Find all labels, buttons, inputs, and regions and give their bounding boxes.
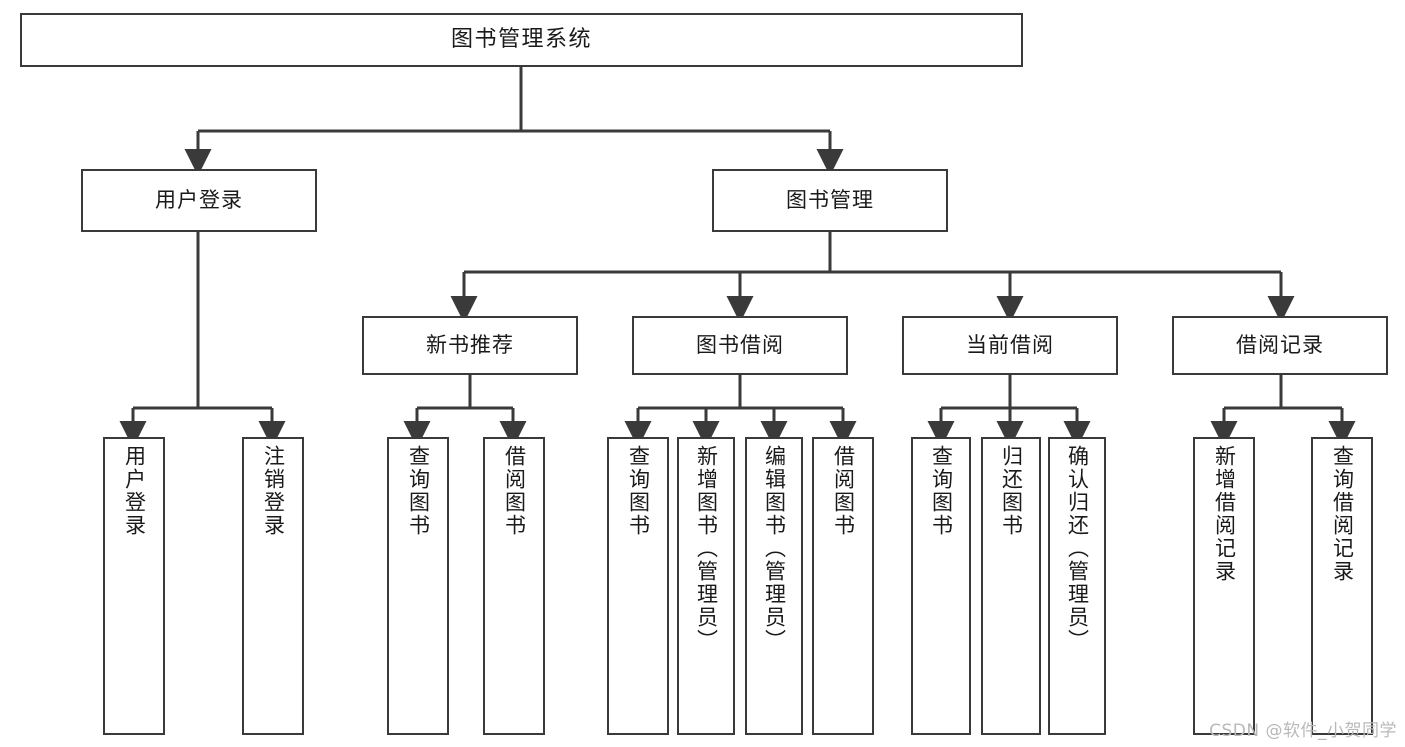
node-label: 图书管理系统: [450, 27, 592, 53]
node-book-management[interactable]: 图书管理: [712, 169, 948, 232]
node-label: 用户登录: [155, 188, 243, 213]
node-label: 当前借阅: [966, 333, 1054, 358]
node-label: 借阅图书: [502, 445, 527, 537]
leaf-add-book-admin[interactable]: 新增图书（管理员）: [677, 437, 735, 735]
node-label: 新书推荐: [426, 333, 514, 358]
leaf-borrow-book-newbook[interactable]: 借阅图书: [483, 437, 545, 735]
leaf-query-book-newbook[interactable]: 查询图书: [387, 437, 449, 735]
node-label: 查询图书: [929, 445, 954, 537]
csdn-watermark: CSDN @软件_小贺同学: [1209, 721, 1397, 741]
node-label: 确认归还（管理员）: [1065, 445, 1090, 652]
leaf-borrow-book-borrow[interactable]: 借阅图书: [812, 437, 874, 735]
leaf-return-book[interactable]: 归还图书: [981, 437, 1041, 735]
node-borrowing-record[interactable]: 借阅记录: [1172, 316, 1388, 375]
node-label: 新增图书（管理员）: [694, 445, 719, 652]
node-label: 用户登录: [122, 445, 147, 537]
leaf-add-borrow-record[interactable]: 新增借阅记录: [1193, 437, 1255, 735]
leaf-confirm-return-admin[interactable]: 确认归还（管理员）: [1048, 437, 1106, 735]
node-label: 新增借阅记录: [1212, 445, 1237, 583]
node-label: 借阅图书: [831, 445, 856, 537]
leaf-query-book-current[interactable]: 查询图书: [911, 437, 971, 735]
node-label: 归还图书: [999, 445, 1024, 537]
node-label: 图书管理: [786, 188, 874, 213]
node-label: 查询图书: [406, 445, 431, 537]
node-new-book-recommendation[interactable]: 新书推荐: [362, 316, 578, 375]
node-label: 借阅记录: [1236, 333, 1324, 358]
leaf-edit-book-admin[interactable]: 编辑图书（管理员）: [745, 437, 803, 735]
leaf-query-book-borrow[interactable]: 查询图书: [607, 437, 669, 735]
leaf-logout-login[interactable]: 注销登录: [242, 437, 304, 735]
node-user-login[interactable]: 用户登录: [81, 169, 317, 232]
leaf-user-login[interactable]: 用户登录: [103, 437, 165, 735]
node-label: 图书借阅: [696, 333, 784, 358]
node-root-book-management-system[interactable]: 图书管理系统: [20, 13, 1023, 67]
leaf-query-borrow-record[interactable]: 查询借阅记录: [1311, 437, 1373, 735]
node-label: 查询图书: [626, 445, 651, 537]
node-current-borrowing[interactable]: 当前借阅: [902, 316, 1118, 375]
node-label: 编辑图书（管理员）: [762, 445, 787, 652]
node-book-borrowing[interactable]: 图书借阅: [632, 316, 848, 375]
node-label: 查询借阅记录: [1330, 445, 1355, 583]
node-label: 注销登录: [261, 445, 286, 537]
